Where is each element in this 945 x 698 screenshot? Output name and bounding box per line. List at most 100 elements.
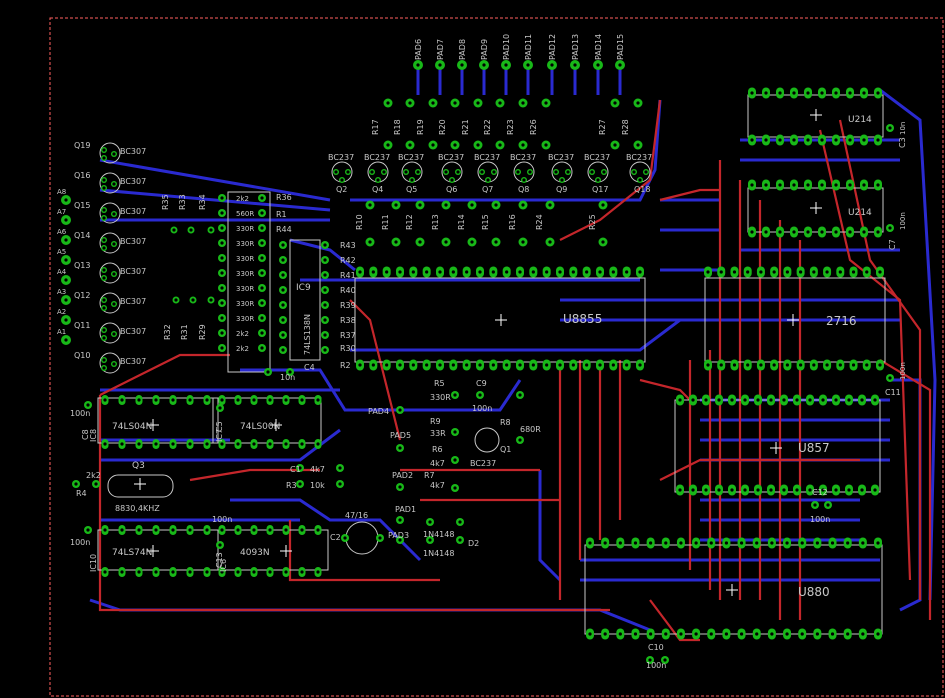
drill-hole bbox=[298, 466, 302, 470]
drill-hole bbox=[465, 363, 469, 367]
drill-hole bbox=[103, 442, 107, 446]
drill-hole bbox=[785, 632, 789, 636]
drill-hole bbox=[450, 178, 454, 182]
pad-label: A1 bbox=[57, 328, 66, 336]
drill-hole bbox=[521, 203, 525, 207]
drill-hole bbox=[260, 226, 264, 230]
drill-hole bbox=[709, 632, 713, 636]
drill-hole bbox=[799, 363, 803, 367]
resistor-label: R22 bbox=[483, 119, 492, 135]
drill-hole bbox=[678, 488, 682, 492]
drill-hole bbox=[632, 170, 636, 174]
drill-hole bbox=[739, 632, 744, 636]
crystal-q3[interactable] bbox=[107, 474, 174, 498]
drill-hole bbox=[498, 101, 502, 105]
drill-hole bbox=[451, 363, 455, 367]
drill-hole bbox=[323, 318, 327, 322]
drill-hole bbox=[470, 203, 474, 207]
drill-hole bbox=[453, 101, 457, 105]
drill-hole bbox=[220, 241, 224, 245]
drill-hole bbox=[408, 101, 412, 105]
transistor-ref-label: Q8 bbox=[518, 185, 529, 194]
component-label: R6 bbox=[432, 445, 443, 454]
component-label: 47/16 bbox=[345, 511, 368, 520]
drill-hole bbox=[821, 398, 825, 402]
component-label: R5 bbox=[434, 379, 445, 388]
drill-hole bbox=[820, 91, 824, 95]
drill-hole bbox=[746, 363, 750, 367]
transistor-q12[interactable] bbox=[99, 292, 121, 314]
transistor-q10[interactable] bbox=[99, 352, 121, 374]
resistor-label: R26 bbox=[529, 119, 538, 135]
transistor-q11[interactable] bbox=[99, 322, 121, 344]
resistor-ref-label: R34 bbox=[198, 194, 207, 210]
component-label: 4k7 bbox=[430, 481, 445, 490]
transistor-q13[interactable] bbox=[99, 262, 121, 284]
ic10-label: IC10 bbox=[89, 554, 98, 572]
drill-hole bbox=[209, 298, 213, 302]
drill-hole bbox=[830, 541, 835, 545]
pad-label: PAD8 bbox=[458, 39, 467, 60]
drill-hole bbox=[598, 363, 602, 367]
drill-hole bbox=[694, 541, 698, 545]
component-label: PAD4 bbox=[368, 407, 389, 416]
drill-hole bbox=[418, 203, 422, 207]
component-label: C7 bbox=[888, 239, 897, 250]
transistor-q19[interactable] bbox=[99, 142, 121, 164]
component-label: C10 bbox=[648, 643, 664, 652]
transistor-q1[interactable] bbox=[474, 427, 500, 453]
drill-hole bbox=[378, 536, 382, 540]
drill-hole bbox=[888, 376, 892, 380]
drill-hole bbox=[102, 268, 106, 272]
resistor-ref-label: R1 bbox=[276, 210, 287, 219]
component-label: C1 bbox=[290, 465, 301, 474]
transistor-ref-label: Q5 bbox=[406, 185, 417, 194]
drill-hole bbox=[398, 408, 402, 412]
pad-label: PAD11 bbox=[524, 34, 533, 60]
component-label: PAD2 bbox=[392, 471, 413, 480]
drill-hole bbox=[154, 398, 158, 402]
drill-hole bbox=[398, 518, 402, 522]
drill-hole bbox=[171, 570, 175, 574]
component-label: PAD3 bbox=[388, 531, 409, 540]
drill-hole bbox=[548, 240, 552, 244]
drill-hole bbox=[102, 246, 106, 250]
drill-hole bbox=[205, 442, 209, 446]
drill-hole bbox=[220, 398, 224, 402]
drill-hole bbox=[453, 430, 457, 434]
component-label: 100n bbox=[472, 404, 492, 413]
component-label: 4k7 bbox=[310, 465, 325, 474]
drill-hole bbox=[873, 398, 877, 402]
drill-hole bbox=[826, 503, 830, 507]
q3-label: Q3 bbox=[132, 461, 145, 471]
transistor-q16[interactable] bbox=[99, 172, 121, 194]
transistor-q15[interactable] bbox=[99, 202, 121, 224]
drill-hole bbox=[171, 442, 175, 446]
transistor-type-label: BC307 bbox=[120, 147, 146, 156]
drill-hole bbox=[750, 183, 754, 187]
drill-hole bbox=[94, 482, 98, 486]
drill-hole bbox=[739, 541, 744, 545]
drill-hole bbox=[566, 170, 570, 174]
drill-hole bbox=[834, 91, 838, 95]
drill-hole bbox=[800, 632, 804, 636]
drill-hole bbox=[638, 178, 642, 182]
transistor-q14[interactable] bbox=[99, 232, 121, 254]
drill-hole bbox=[236, 528, 240, 532]
drill-hole bbox=[730, 398, 734, 402]
pad-label: A8 bbox=[57, 188, 66, 196]
drill-hole bbox=[679, 541, 683, 545]
transistor-ref-label: Q15 bbox=[74, 201, 90, 210]
transistor-type-label: BC237 bbox=[398, 153, 424, 162]
drill-hole bbox=[220, 211, 224, 215]
drill-hole bbox=[64, 278, 68, 282]
drill-hole bbox=[281, 333, 285, 337]
drill-hole bbox=[476, 143, 480, 147]
drill-hole bbox=[334, 170, 338, 174]
drill-hole bbox=[112, 362, 116, 366]
drill-hole bbox=[103, 528, 107, 532]
drill-hole bbox=[416, 170, 420, 174]
drill-hole bbox=[425, 270, 429, 274]
